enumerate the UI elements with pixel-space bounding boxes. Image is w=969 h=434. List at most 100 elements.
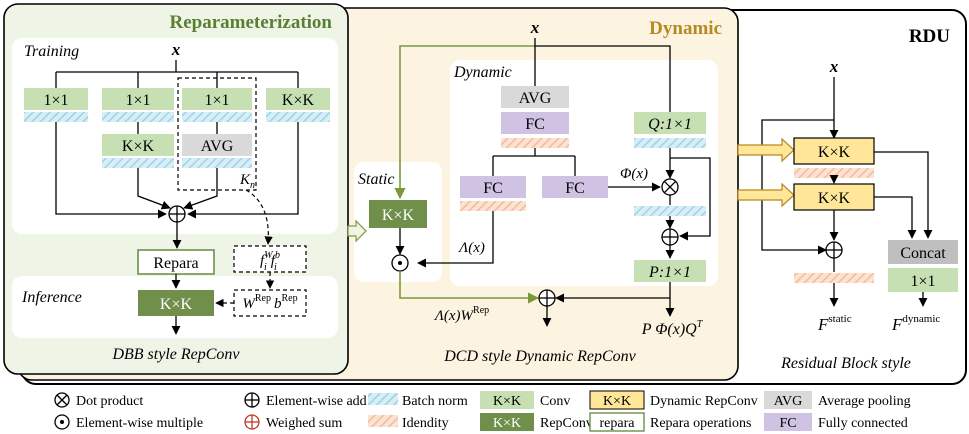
rdu-identity	[794, 168, 874, 178]
legend-conv: Conv	[540, 394, 570, 409]
training-elementwise-add	[168, 205, 186, 223]
legend-dot-product: Dot product	[76, 394, 143, 409]
legend-repconv-swatch: K×K	[480, 413, 534, 431]
legend-fully-connected: Fully connected	[818, 416, 908, 431]
inference-label: Inference	[21, 289, 82, 306]
dynamic-fc-identity	[501, 138, 569, 148]
branch3-batchnorm-2	[182, 158, 252, 168]
svg-text:1×1: 1×1	[43, 92, 68, 109]
rdu-elementwise-add	[825, 241, 843, 259]
legend-batch-norm: Batch norm	[402, 394, 468, 409]
svg-text:K×K: K×K	[160, 296, 193, 313]
static-repconv: K×K	[369, 200, 427, 228]
legend-elementwise-multiple: Element-wise multiple	[76, 416, 203, 431]
svg-text:K×K: K×K	[122, 138, 155, 155]
rdu-dynamic-repconv-1: K×K	[793, 137, 875, 165]
legend-fc-swatch: FC	[764, 413, 812, 431]
dynamic-fc-main: FC	[501, 112, 569, 134]
q-batchnorm	[634, 138, 706, 148]
branch1-conv1x1: 1×1	[24, 88, 88, 110]
repara-operation: Repara	[137, 249, 215, 275]
svg-text:Repara: Repara	[153, 255, 198, 272]
wrep-brep-dashed-box	[233, 289, 307, 317]
legend-dynamic-repconv: Dynamic RepConv	[650, 394, 758, 409]
lambda-label: Λ(x)	[457, 240, 485, 256]
q-conv1x1: Q:1×1	[634, 112, 706, 134]
legend-repara-swatch: repara	[589, 412, 645, 432]
svg-text:K×K: K×K	[493, 394, 521, 409]
p-phi-q-label: P Φ(x)QT	[641, 319, 704, 338]
phi-batchnorm	[634, 206, 706, 216]
svg-text:FC: FC	[525, 116, 545, 133]
branch1-batchnorm	[24, 112, 88, 122]
branch2-conv1x1: 1×1	[102, 88, 174, 110]
svg-text:K×K: K×K	[603, 394, 631, 409]
f-static-label: Fstatic	[817, 313, 852, 334]
svg-text:1×1: 1×1	[204, 92, 229, 109]
dynamic-to-rdu-arrow-2	[737, 182, 795, 208]
lambda-w-label: Λ(x)WRep	[433, 305, 489, 324]
reparam-to-static-arrow	[347, 219, 367, 243]
legend-repara-operations: Repara operations	[650, 416, 751, 431]
static-elementwise-multiple	[391, 254, 409, 272]
rdu-conv1x1: 1×1	[888, 268, 958, 292]
dynamic-fc-phi: FC	[542, 176, 608, 198]
dynamic-inner-area	[450, 60, 718, 286]
branch2-batchnorm-1	[102, 112, 174, 122]
rdu-concat: Concat	[888, 240, 958, 264]
reparam-title: Reparameterization	[170, 12, 333, 33]
legend-elementwise-add: Element-wise add	[266, 394, 367, 409]
svg-text:1×1: 1×1	[910, 273, 935, 290]
dbb-caption: DBB style RepConv	[111, 346, 240, 363]
svg-text:K×K: K×K	[493, 416, 521, 431]
legend-dynamic-repconv-swatch: K×K	[589, 390, 645, 410]
svg-text:FC: FC	[779, 416, 796, 431]
dynamic-fc-lambda-identity	[460, 201, 526, 211]
svg-text:AVG: AVG	[774, 394, 803, 409]
f-dynamic-label: Fdynamic	[891, 313, 940, 334]
residual-caption: Residual Block style	[780, 355, 911, 372]
legend-weighed-sum-icon	[244, 414, 260, 430]
svg-text:AVG: AVG	[519, 90, 552, 107]
rdu-title: RDU	[909, 26, 950, 47]
static-label: Static	[358, 171, 394, 188]
legend-batch-norm-swatch	[368, 393, 398, 405]
svg-text:repara: repara	[600, 416, 636, 431]
training-input-x: x	[171, 40, 181, 59]
svg-text:Q:1×1: Q:1×1	[648, 116, 692, 133]
dynamic-fc-lambda: FC	[460, 176, 526, 198]
kn-dashed-box	[177, 77, 257, 191]
svg-text:FC: FC	[483, 180, 503, 197]
dcd-elementwise-add	[538, 289, 556, 307]
inference-repconv: K×K	[138, 290, 214, 316]
legend-avg-pooling: Average pooling	[818, 394, 911, 409]
branch2-batchnorm-2	[102, 158, 174, 168]
svg-text:P:1×1: P:1×1	[648, 264, 691, 281]
legend-weighed-sum: Weighed sum	[266, 416, 342, 431]
svg-text:K×K: K×K	[382, 207, 415, 224]
svg-text:K×K: K×K	[818, 144, 851, 161]
legend-identity-swatch	[368, 415, 398, 427]
dynamic-title: Dynamic	[649, 18, 722, 39]
branch4-batchnorm	[266, 112, 330, 122]
rdu-input-x: x	[829, 57, 839, 76]
rdu-output-identity	[794, 273, 874, 283]
svg-text:Concat: Concat	[900, 245, 946, 262]
p-conv1x1: P:1×1	[634, 260, 706, 282]
training-label: Training	[24, 43, 79, 60]
svg-text:1×1: 1×1	[125, 92, 150, 109]
dcd-caption: DCD style Dynamic RepConv	[443, 348, 636, 365]
training-area	[12, 38, 338, 234]
legend-avg-swatch: AVG	[764, 391, 812, 409]
branch3-avg: AVG	[182, 134, 252, 156]
legend-elementwise-multiple-icon	[54, 414, 70, 430]
dynamic-input-x: x	[530, 18, 540, 37]
legend-identity: Idendity	[402, 416, 449, 431]
branch3-batchnorm-1	[182, 112, 252, 122]
rdu-dynamic-repconv-2: K×K	[793, 183, 875, 211]
branch2-convkxk: K×K	[102, 134, 174, 156]
legend-conv-swatch: K×K	[480, 391, 534, 409]
kn-label: Kn	[239, 172, 255, 191]
